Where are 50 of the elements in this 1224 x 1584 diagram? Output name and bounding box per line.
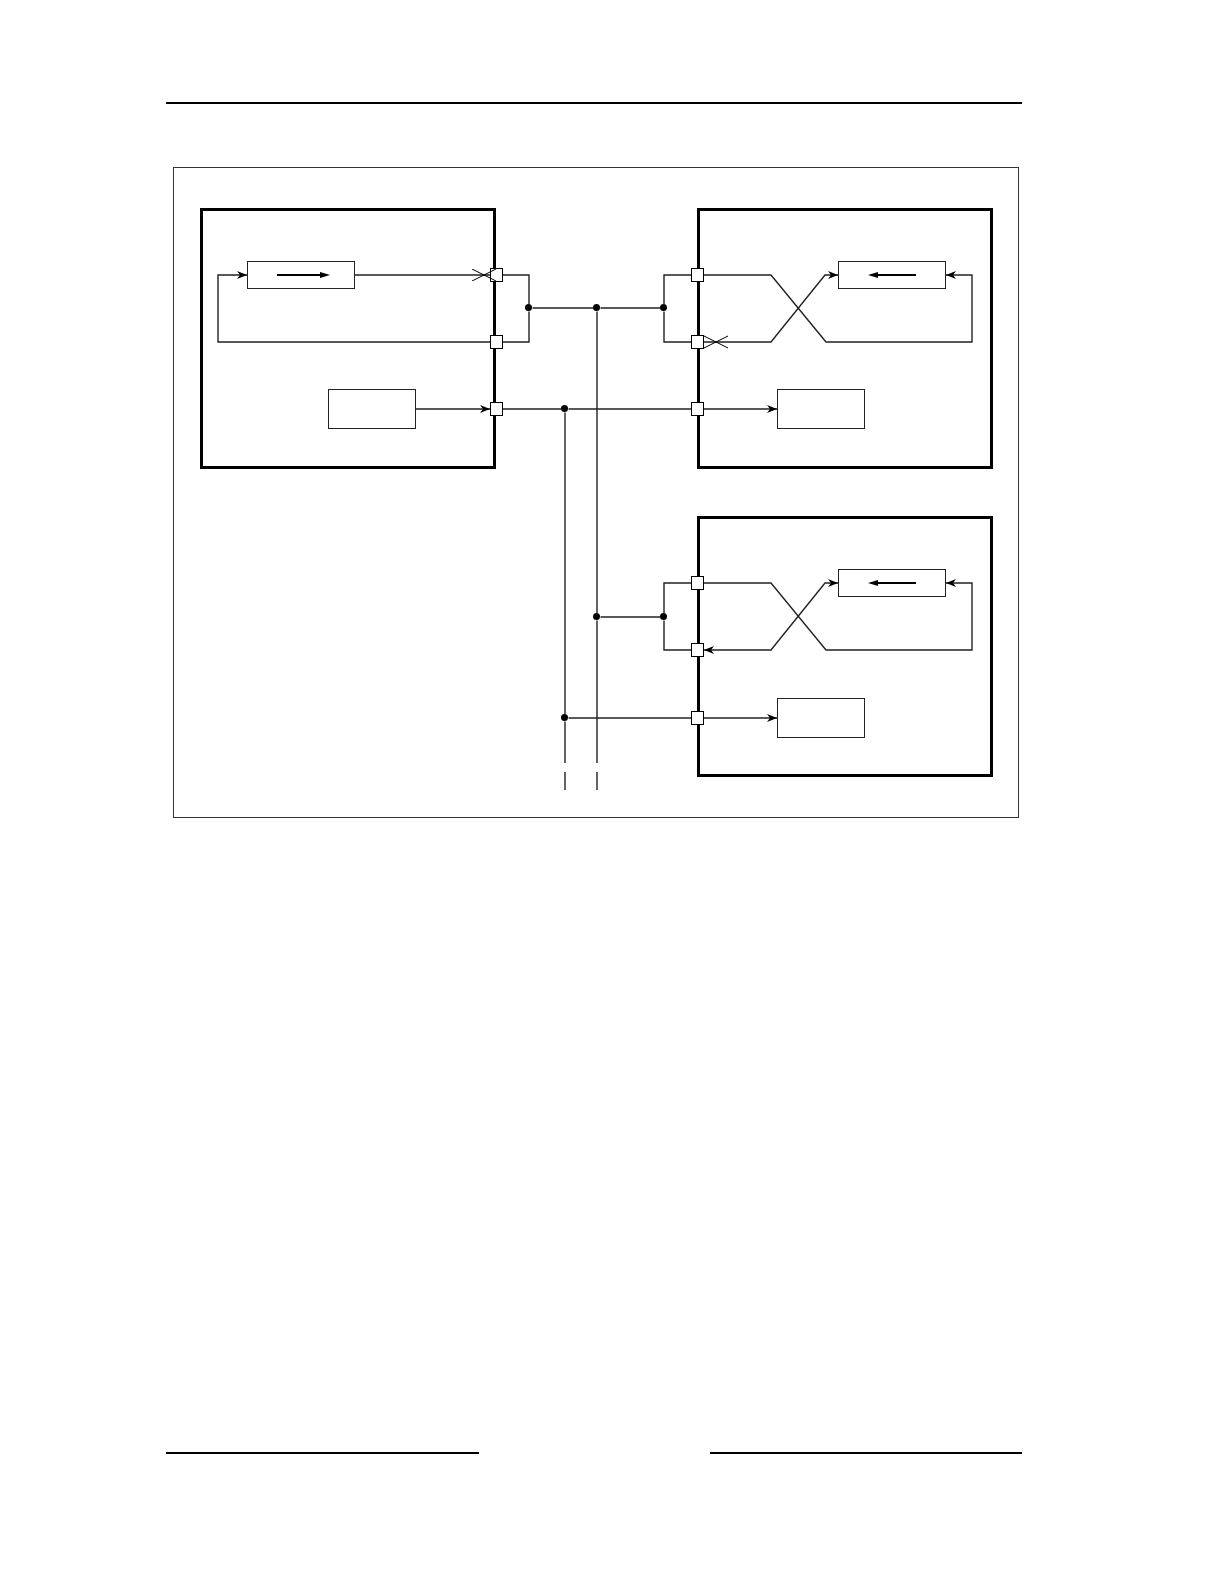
- pin-square: [690, 575, 704, 590]
- junction-dot: [660, 613, 667, 620]
- junction-dot: [660, 304, 667, 311]
- wire: [564, 720, 566, 791]
- pin-square: [690, 642, 704, 657]
- wire: [703, 271, 839, 343]
- wire: [703, 579, 839, 654]
- wire: [502, 310, 530, 343]
- wire: [703, 271, 973, 343]
- wire: [663, 619, 692, 651]
- wire: [531, 307, 595, 309]
- wire: [596, 310, 598, 615]
- wire: [415, 405, 491, 413]
- pin-square: [690, 710, 704, 725]
- device-box: [199, 207, 496, 469]
- junction-dot: [561, 405, 568, 412]
- junction-dot: [593, 304, 600, 311]
- wire: [703, 405, 778, 413]
- device-box: [696, 515, 993, 777]
- junction-dot: [561, 714, 568, 721]
- wire: [663, 310, 692, 343]
- pin-square: [489, 334, 503, 349]
- wire: [567, 408, 692, 410]
- pin-square: [690, 267, 704, 282]
- wire: [663, 274, 692, 306]
- wire: [703, 714, 778, 722]
- wire: [567, 717, 692, 719]
- wire: [564, 411, 566, 716]
- wire: [502, 274, 530, 306]
- wire: [599, 307, 662, 309]
- small-box: [776, 697, 865, 738]
- junction-dot: [593, 613, 600, 620]
- wire: [599, 616, 662, 618]
- wire: [217, 271, 491, 343]
- pin-square: [690, 334, 704, 349]
- wire: [596, 619, 598, 791]
- pin-square: [489, 401, 503, 416]
- shift-register-box: [837, 568, 946, 597]
- figure-frame: [173, 167, 1019, 818]
- small-box: [776, 388, 865, 429]
- wire: [354, 268, 497, 282]
- shift-register-box: [246, 260, 355, 289]
- device-box: [696, 207, 993, 469]
- pin-square: [690, 401, 704, 416]
- wire: [663, 582, 692, 615]
- wire: [502, 408, 563, 410]
- shift-register-box: [837, 260, 946, 289]
- wire: [703, 579, 973, 651]
- junction-dot: [525, 304, 532, 311]
- small-box: [327, 388, 416, 429]
